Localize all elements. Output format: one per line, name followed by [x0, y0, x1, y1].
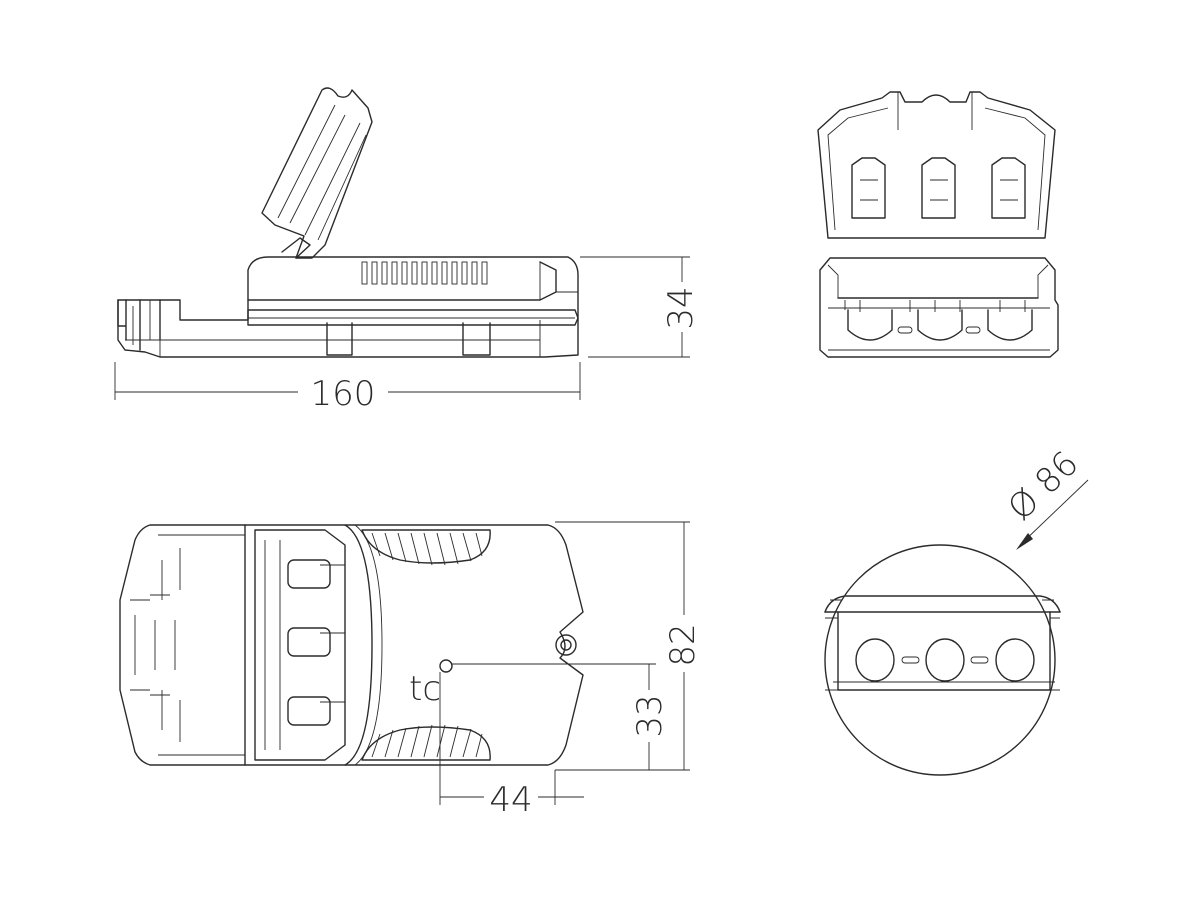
side-view	[117, 87, 579, 358]
dim-length-label: 160	[311, 374, 376, 414]
dim-diameter-label: Ø 86	[1000, 444, 1086, 529]
top-view: tc	[119, 524, 584, 766]
dim-width: 82	[555, 521, 703, 771]
dim-tc-y: 33	[452, 663, 670, 771]
side-vents	[361, 261, 488, 285]
dim-width-label: 82	[663, 623, 703, 666]
dim-tc-x: 44	[439, 672, 584, 820]
dim-height-label: 34	[661, 286, 701, 329]
dim-tc-y-label: 33	[630, 694, 670, 737]
tc-point	[439, 659, 453, 673]
detail-view	[824, 544, 1061, 776]
dim-tc-x-label: 44	[489, 780, 532, 820]
dim-length: 160	[114, 362, 581, 414]
tc-label: tc	[409, 669, 441, 709]
dim-diameter: Ø 86	[1000, 444, 1089, 550]
dim-height: 34	[580, 256, 701, 358]
front-view	[817, 91, 1059, 358]
